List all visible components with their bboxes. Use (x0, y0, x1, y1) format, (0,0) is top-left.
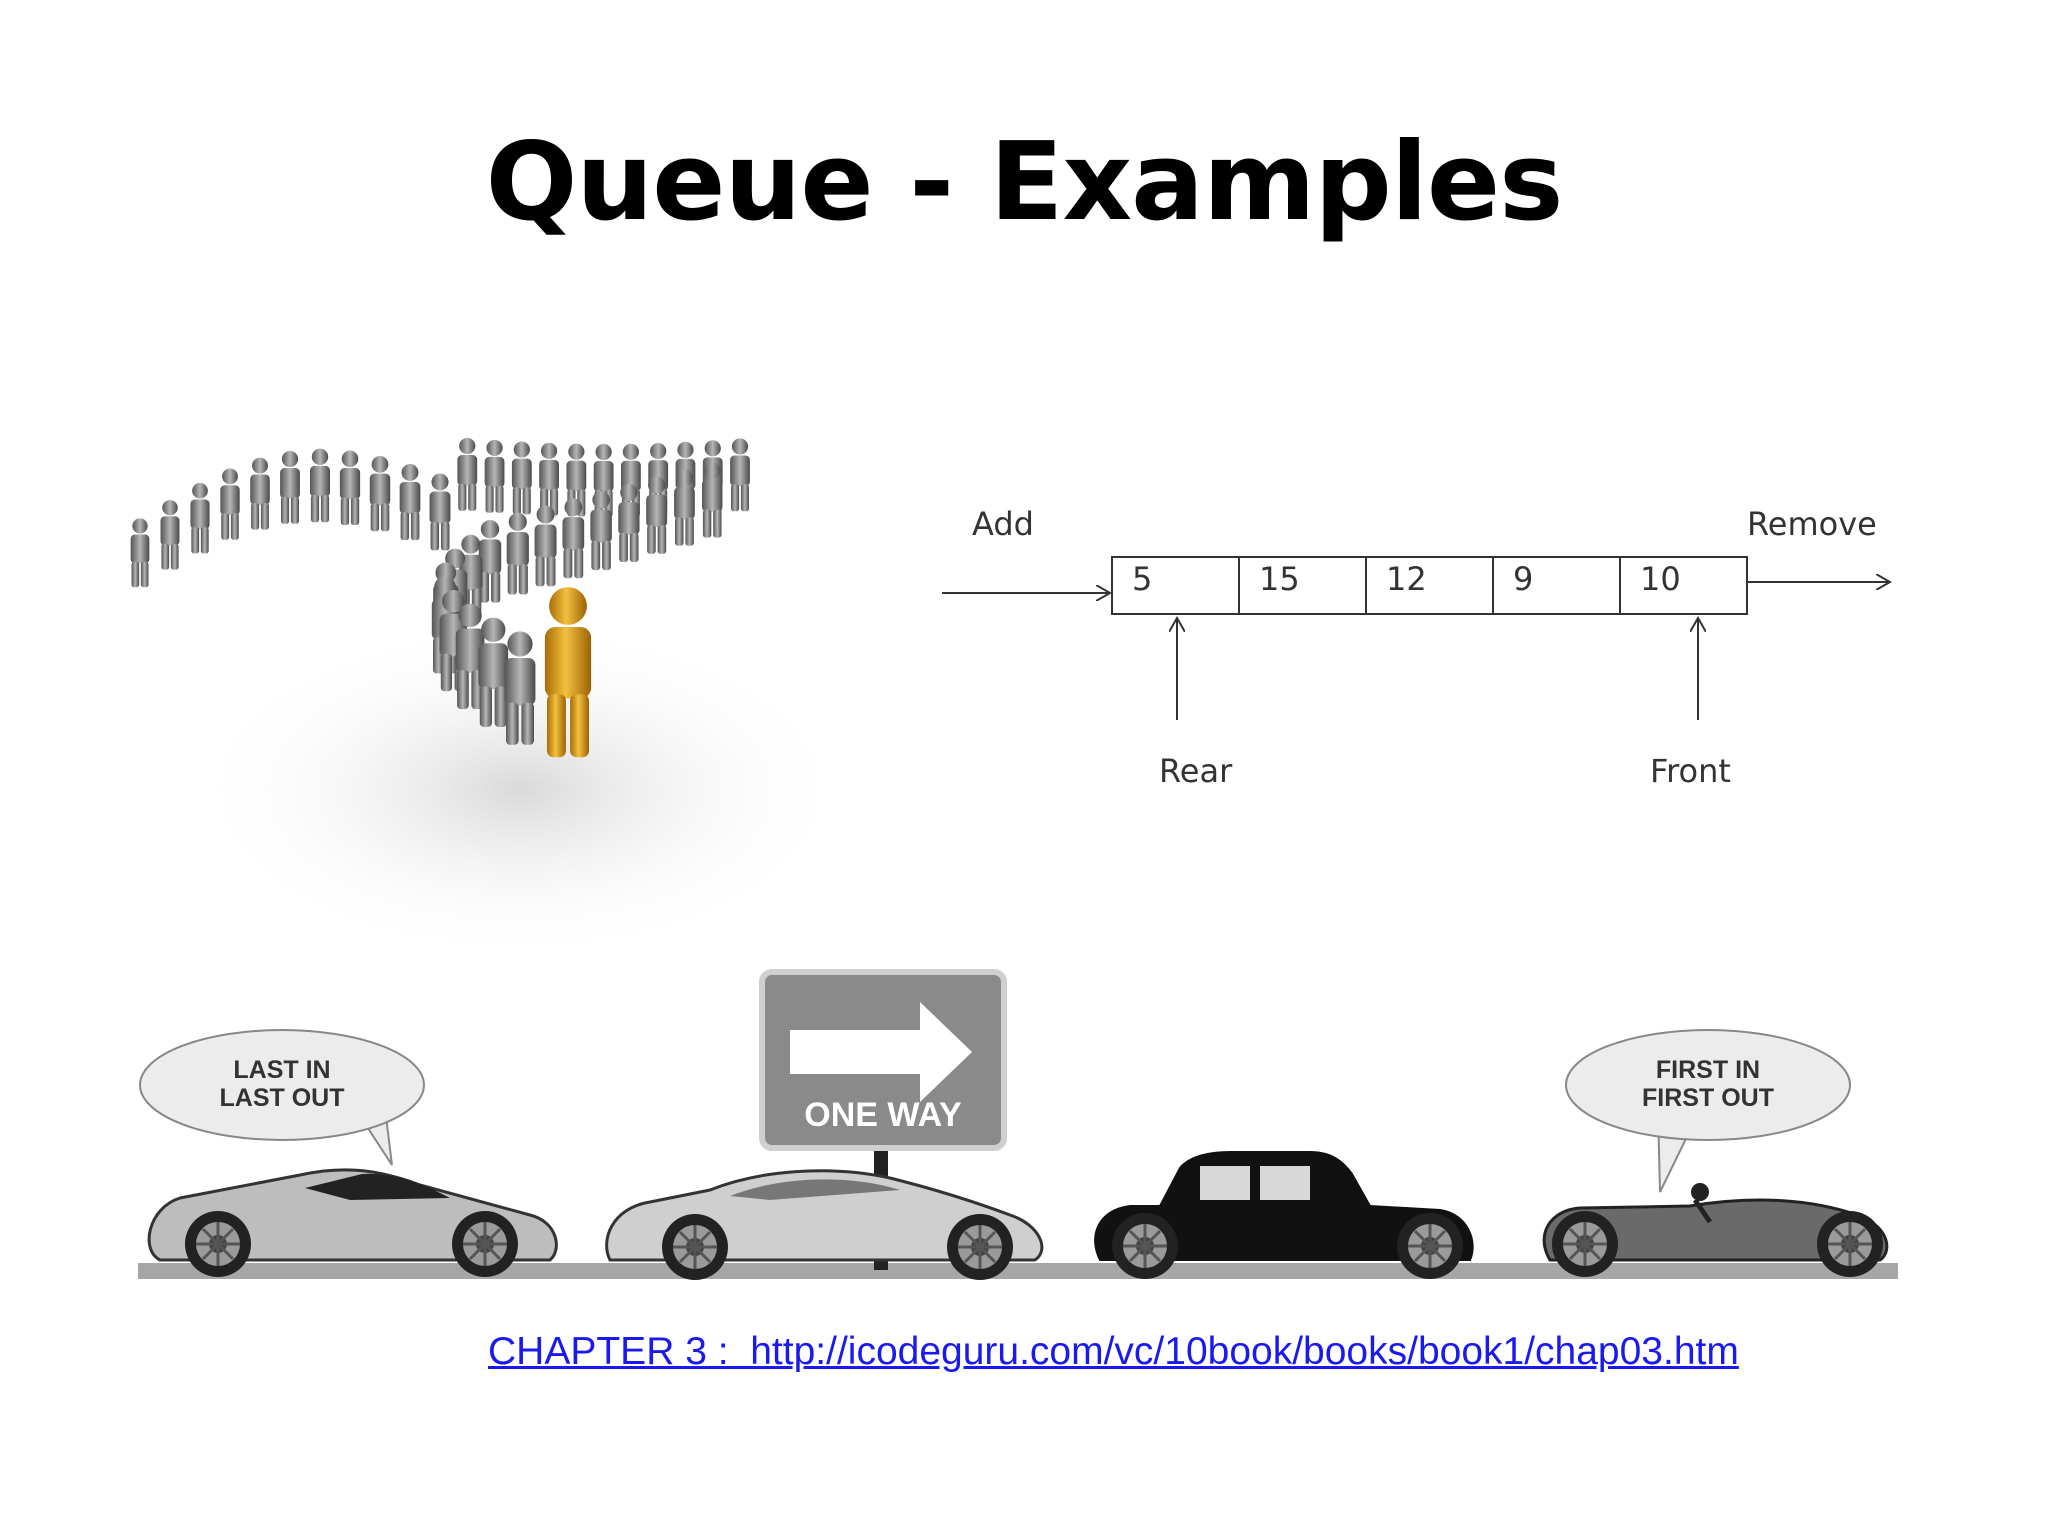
person-figure (339, 450, 361, 526)
people-queue-image (130, 437, 850, 960)
person-figure (309, 448, 331, 523)
person-figure (457, 437, 478, 511)
queue-cell (1111, 556, 1240, 615)
person-figure (484, 439, 505, 513)
arrow-right-icon (790, 1002, 972, 1102)
chapter-link[interactable]: CHAPTER 3 : http://icodeguru.com/vc/10bo… (488, 1330, 1739, 1373)
person-figure (730, 438, 750, 512)
add-label: Add (972, 505, 1034, 543)
person-figure (280, 450, 300, 524)
queue-diagram: Add Remove 5 15 12 9 10 Rear Front (942, 505, 1930, 790)
one-way-sign: ONE WAY (759, 969, 1007, 1270)
queue-cell-value: 9 (1513, 560, 1533, 598)
person-figure (701, 462, 723, 538)
right-speech-bubble: FIRST IN FIRST OUT (1565, 1029, 1851, 1193)
roadster-car (1542, 1183, 1889, 1279)
queue-cell-value: 15 (1259, 560, 1300, 598)
queue-cell (1619, 556, 1748, 615)
person-figure (674, 469, 695, 546)
person-figure (539, 442, 559, 516)
person-figure (562, 498, 585, 579)
queue-cell-value: 12 (1386, 560, 1427, 598)
person-figure (646, 476, 668, 554)
queue-cell (1365, 556, 1494, 615)
person-figure (618, 483, 640, 562)
person-figure (160, 499, 180, 570)
queue-cell-value: 10 (1640, 560, 1681, 598)
right-bubble-line2: FIRST OUT (1642, 1084, 1774, 1112)
vintage-black-car (1094, 1151, 1474, 1281)
left-bubble-line1: LAST IN (233, 1056, 330, 1084)
road (138, 1263, 1898, 1279)
person-figure (220, 468, 240, 540)
right-bubble-line1: FIRST IN (1656, 1056, 1760, 1084)
slide-title: Queue - Examples (485, 120, 1564, 245)
left-bubble-line2: LAST OUT (220, 1084, 345, 1112)
person-figure (590, 491, 612, 571)
front-label: Front (1650, 752, 1731, 790)
person-figure (399, 464, 421, 541)
left-speech-bubble: LAST IN LAST OUT (139, 1029, 425, 1166)
sign-label: ONE WAY (804, 1096, 962, 1134)
person-figure (250, 457, 270, 530)
sports-car (147, 1168, 558, 1279)
person-figure (506, 512, 529, 595)
queue-cell-value: 5 (1132, 560, 1152, 598)
queue-cells: 5 15 12 9 10 (1111, 556, 1748, 615)
person-figure (429, 473, 451, 551)
person-figure (130, 518, 150, 588)
cars-queue-image: LAST IN LAST OUT FIRST IN FIRST OUT ONE … (138, 969, 1898, 1282)
queue-cell (1238, 556, 1367, 615)
remove-label: Remove (1747, 505, 1877, 543)
person-figure (511, 441, 532, 515)
person-figure (369, 455, 391, 532)
sedan-car (605, 1169, 1044, 1282)
person-figure (190, 482, 210, 554)
rear-label: Rear (1159, 752, 1233, 790)
person-figure (534, 505, 557, 587)
